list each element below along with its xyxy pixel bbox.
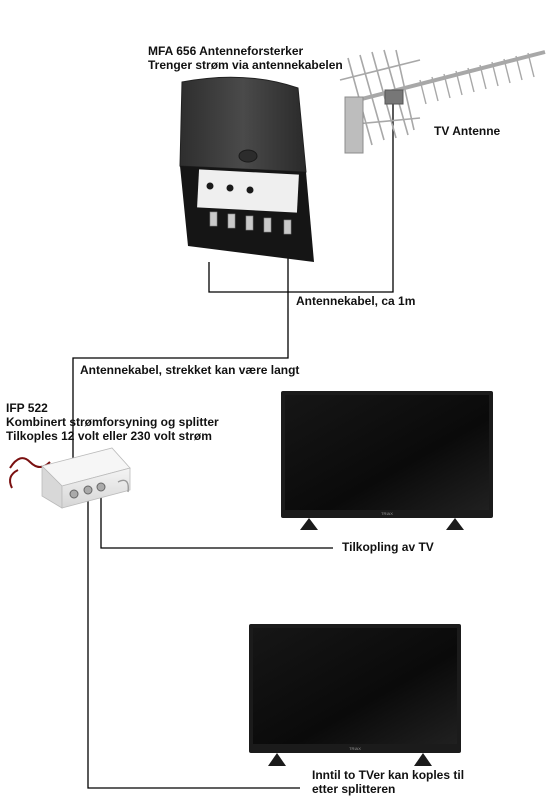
amplifier-image xyxy=(179,76,314,262)
tv-1-image: TRIAX xyxy=(281,391,493,530)
tv-1-label: Tilkopling av TV xyxy=(342,540,434,554)
tv-2-brand-mark: TRIAX xyxy=(349,746,361,751)
cable-short-label: Antennekabel, ca 1m xyxy=(296,294,416,308)
cable-amp-to-antenna xyxy=(208,100,394,293)
cable-splitter-to-tv1 xyxy=(100,492,333,549)
tv-antenna-image xyxy=(339,49,546,154)
tv-1-brand-mark: TRIAX xyxy=(381,511,393,516)
amplifier-label-line-2: Trenger strøm via antennekabelen xyxy=(148,58,343,72)
splitter-label-line-3: Tilkoples 12 volt eller 230 volt strøm xyxy=(6,429,212,443)
splitter-image xyxy=(9,447,131,509)
cable-amp-to-splitter xyxy=(72,232,289,488)
cable-long-label: Antennekabel, strekket kan være langt xyxy=(80,363,300,377)
tv-2-label: Inntil to TVer kan koples til etter spli… xyxy=(312,768,464,796)
tv-2-label-line-1: Inntil to TVer kan koples til xyxy=(312,768,465,782)
splitter-label-line-1: IFP 522 xyxy=(6,401,48,415)
cable-splitter-to-tv2 xyxy=(87,495,300,789)
amplifier-label-line-1: MFA 656 Antenneforsterker xyxy=(148,44,304,58)
cable-lines xyxy=(72,100,394,789)
antenna-label: TV Antenne xyxy=(434,124,501,138)
splitter-label-line-2: Kombinert strømforsyning og splitter xyxy=(6,415,219,429)
amplifier-label: MFA 656 Antenneforsterker Trenger strøm … xyxy=(148,44,343,72)
tv-2-image: TRIAX xyxy=(249,624,461,766)
tv-2-label-line-2: etter splitteren xyxy=(312,782,396,796)
splitter-label: IFP 522 Kombinert strømforsyning og spli… xyxy=(6,401,219,443)
